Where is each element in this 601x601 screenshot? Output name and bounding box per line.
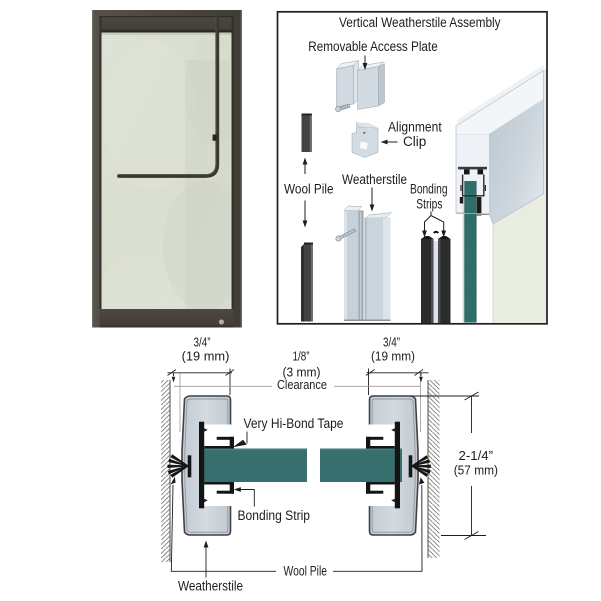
svg-text:2-1/4”: 2-1/4” — [459, 448, 494, 463]
svg-text:Wool Pile: Wool Pile — [284, 564, 328, 579]
svg-text:Clearance: Clearance — [277, 377, 327, 392]
svg-text:(19 mm): (19 mm) — [182, 349, 230, 364]
svg-text:3/4”: 3/4” — [383, 335, 400, 350]
svg-text:Clip: Clip — [403, 134, 426, 149]
svg-text:1/8”: 1/8” — [293, 349, 310, 364]
svg-text:(19 mm): (19 mm) — [371, 349, 415, 364]
svg-text:Very Hi-Bond Tape: Very Hi-Bond Tape — [244, 416, 344, 431]
svg-text:Strips: Strips — [416, 197, 442, 212]
svg-text:Alignment: Alignment — [388, 120, 442, 135]
svg-text:Weatherstile: Weatherstile — [342, 172, 407, 187]
svg-text:Bonding Strip: Bonding Strip — [238, 508, 311, 523]
svg-text:(3 mm): (3 mm) — [283, 365, 321, 380]
svg-text:(57 mm): (57 mm) — [454, 463, 498, 478]
svg-text:Wool Pile: Wool Pile — [284, 182, 334, 197]
svg-text:3/4”: 3/4” — [194, 335, 211, 350]
svg-text:Bonding: Bonding — [410, 182, 448, 197]
svg-text:Weatherstile: Weatherstile — [178, 579, 243, 594]
svg-text:Vertical Weatherstile Assembly: Vertical Weatherstile Assembly — [339, 15, 501, 30]
svg-text:Removable Access Plate: Removable Access Plate — [308, 39, 437, 54]
